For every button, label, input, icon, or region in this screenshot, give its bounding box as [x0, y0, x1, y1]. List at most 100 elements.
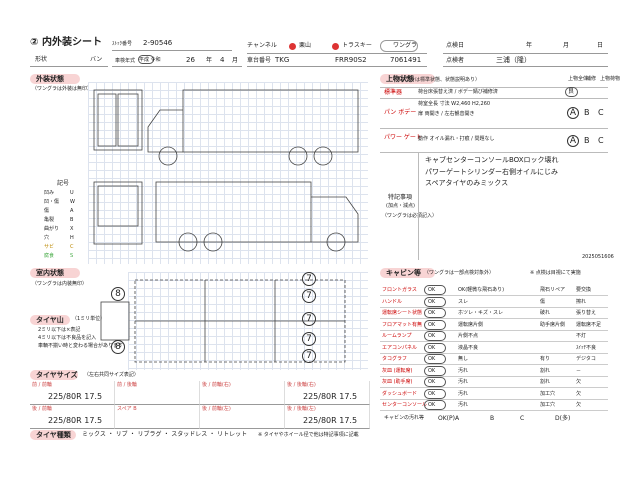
- legend-code: A: [70, 208, 74, 214]
- special-note-1: キャブセンターコンソールBOXロック壊れ: [425, 156, 559, 164]
- cabin-row-label: ハンドル: [382, 298, 403, 305]
- shape-value: バン: [90, 56, 103, 63]
- tire-cell-label: スペア B: [117, 406, 137, 412]
- tire-note-1: 2ミリ以下は×表記: [38, 327, 81, 333]
- top-row-grade: 良: [568, 88, 575, 95]
- tire-size-cell: 後 / 前輪 225/80R 17.5: [30, 405, 115, 429]
- cabin-row-option: 有り: [540, 356, 551, 362]
- cabin-row-option: 欠: [576, 402, 582, 408]
- top-note: （ワングラは標準状態、状態説明あり）: [390, 77, 481, 83]
- tire-cell-label: 前 / 前輪: [32, 382, 52, 388]
- channel-1: 栗山: [299, 42, 312, 49]
- cabin-row-value: OK: [428, 379, 436, 385]
- top-row-label: パン ボデー: [384, 109, 417, 116]
- regyear-year: 26: [186, 56, 195, 64]
- cabin-row-value: OK: [428, 390, 436, 397]
- cabin-row-option: 破れ: [540, 310, 551, 316]
- tire-note-2: 4ミリ以下は不良品を記入: [38, 335, 97, 341]
- legend-item: 亀裂: [44, 217, 55, 223]
- tire-cell-label: 前 / 後輪: [117, 382, 137, 388]
- special-sub: (加点・減点): [386, 203, 415, 209]
- tire-size-cell: 前 / 前輪 225/80R 17.5: [30, 381, 115, 405]
- tire-section-label: タイヤ山: [30, 315, 70, 325]
- cabin-row-label: フロントガラス: [382, 287, 417, 293]
- kuriyama-icon: [289, 43, 296, 50]
- cabin-note: （ワングラは一部点検対象外）: [424, 270, 495, 276]
- top-row-grade-c: C: [598, 136, 604, 145]
- model-label: 車台番号: [247, 57, 272, 64]
- top-row-label: 標準器: [384, 89, 403, 96]
- cabin-row-option: 運転席不足: [576, 321, 602, 328]
- stock-label: ｽﾄｯｸ番号: [112, 41, 133, 47]
- tire-cell-value: 225/80R 17.5: [48, 392, 103, 401]
- cabin-row-option: OK(軽微な飛石あり): [458, 287, 505, 293]
- special-note-2: パワーゲートシリンダー右側オイルにじみ: [425, 168, 558, 176]
- date-hi: 日: [597, 42, 604, 49]
- cabin-row-option: 加工穴: [540, 402, 556, 408]
- cabin-key-b: B: [490, 415, 495, 422]
- cabin-row-value: OK: [428, 310, 436, 316]
- tire-cell-label: 後 / 後輪(左): [287, 406, 316, 412]
- cabin-row-value: OK: [428, 333, 436, 339]
- cabin-row-option: 割れ: [540, 367, 551, 374]
- top-row-text: 動作 オイル漏れ・打痕 / 問題なし: [418, 136, 495, 142]
- cabin-note2: ※ 点検は目視にて実施: [530, 270, 581, 276]
- cabin-row-value: OK: [428, 321, 436, 328]
- interior-note: （ワングラは内装無印）: [32, 281, 88, 287]
- tire-size-grid: 前 / 前輪 225/80R 17.5 前 / 後輪 後 / 前輪(右) 後 / 後輪(…: [30, 381, 370, 431]
- cabin-row-value: OK: [428, 298, 436, 305]
- regyear-era: 平成 令和: [139, 57, 161, 63]
- cabin-row-option: 無し: [458, 356, 469, 362]
- tire-cell-label: 後 / 前輪: [32, 406, 52, 412]
- tire-size-cell: 後 / 前輪(左): [200, 405, 285, 429]
- channel-3: ワングラ: [393, 42, 418, 49]
- top-row-grade-c: C: [598, 108, 604, 117]
- chassis-diagram: [100, 279, 346, 363]
- cabin-key-d: D(多): [555, 415, 571, 422]
- tire-mark: 7: [302, 332, 316, 346]
- model-1: TKG: [275, 56, 290, 64]
- cabin-key: OK(P)A: [438, 415, 460, 422]
- tire-cell-label: 後 / 前輪(右): [202, 382, 231, 388]
- tire-mark: 7: [302, 349, 316, 363]
- cabin-row-option: 汚れ: [458, 402, 469, 408]
- cabin-key-c: C: [520, 415, 525, 422]
- regyear-month: 4: [220, 56, 225, 64]
- tire-cell-label: 後 / 前輪(左): [202, 406, 231, 412]
- cabin-row-option: 助手席片側: [540, 321, 566, 328]
- cabin-row-option: 飛石リペア: [540, 287, 566, 293]
- special-note: （ワングラは必須記入）: [382, 213, 438, 219]
- legend-code: B: [70, 217, 74, 223]
- special-label: 特記事項: [388, 194, 413, 201]
- channel-label: チャンネル: [247, 42, 277, 49]
- tire-type-section-label: タイヤ種類: [30, 430, 76, 440]
- cabin-row-value: OK: [428, 367, 436, 374]
- cabin-row-label: タコグラフ: [382, 356, 408, 362]
- interior-section-label: 室内状態: [30, 268, 80, 278]
- tire-size-note: （左右共同サイズ表記）: [84, 372, 139, 378]
- cabin-row-value: OK: [428, 402, 436, 408]
- tire-type-note: ※ タイヤやホイール径で他は特記事項に記載: [258, 432, 359, 438]
- cabin-row-option: 片側不点: [458, 333, 479, 339]
- cabin-row-option: 擦れ: [576, 298, 587, 305]
- legend-item: 凹み: [44, 190, 55, 196]
- inspector-label: 点検者: [446, 57, 465, 64]
- exterior-note: （ワングラは外装は無印）: [32, 86, 93, 92]
- exterior-section-label: 外装状態: [30, 74, 80, 84]
- tire-size-cell: 後 / 後輪(右)225/80R 17.5: [285, 381, 370, 405]
- stamp-code: 2025051606: [582, 254, 614, 260]
- tire-cell-value: 225/80R 17.5: [48, 416, 103, 425]
- shape-label: 形状: [35, 56, 48, 63]
- top-row-grade-b: B: [584, 136, 590, 145]
- cabin-row-option: 割れ: [540, 379, 551, 385]
- cabin-row-label: フロアマット有無: [382, 321, 423, 328]
- exterior-grid: [88, 82, 368, 264]
- top-row-text: 荷室全長 寸法 W2,460 H2,260: [418, 101, 491, 107]
- legend-code: C: [70, 244, 74, 250]
- page-title: ② 内外装シート: [30, 37, 102, 48]
